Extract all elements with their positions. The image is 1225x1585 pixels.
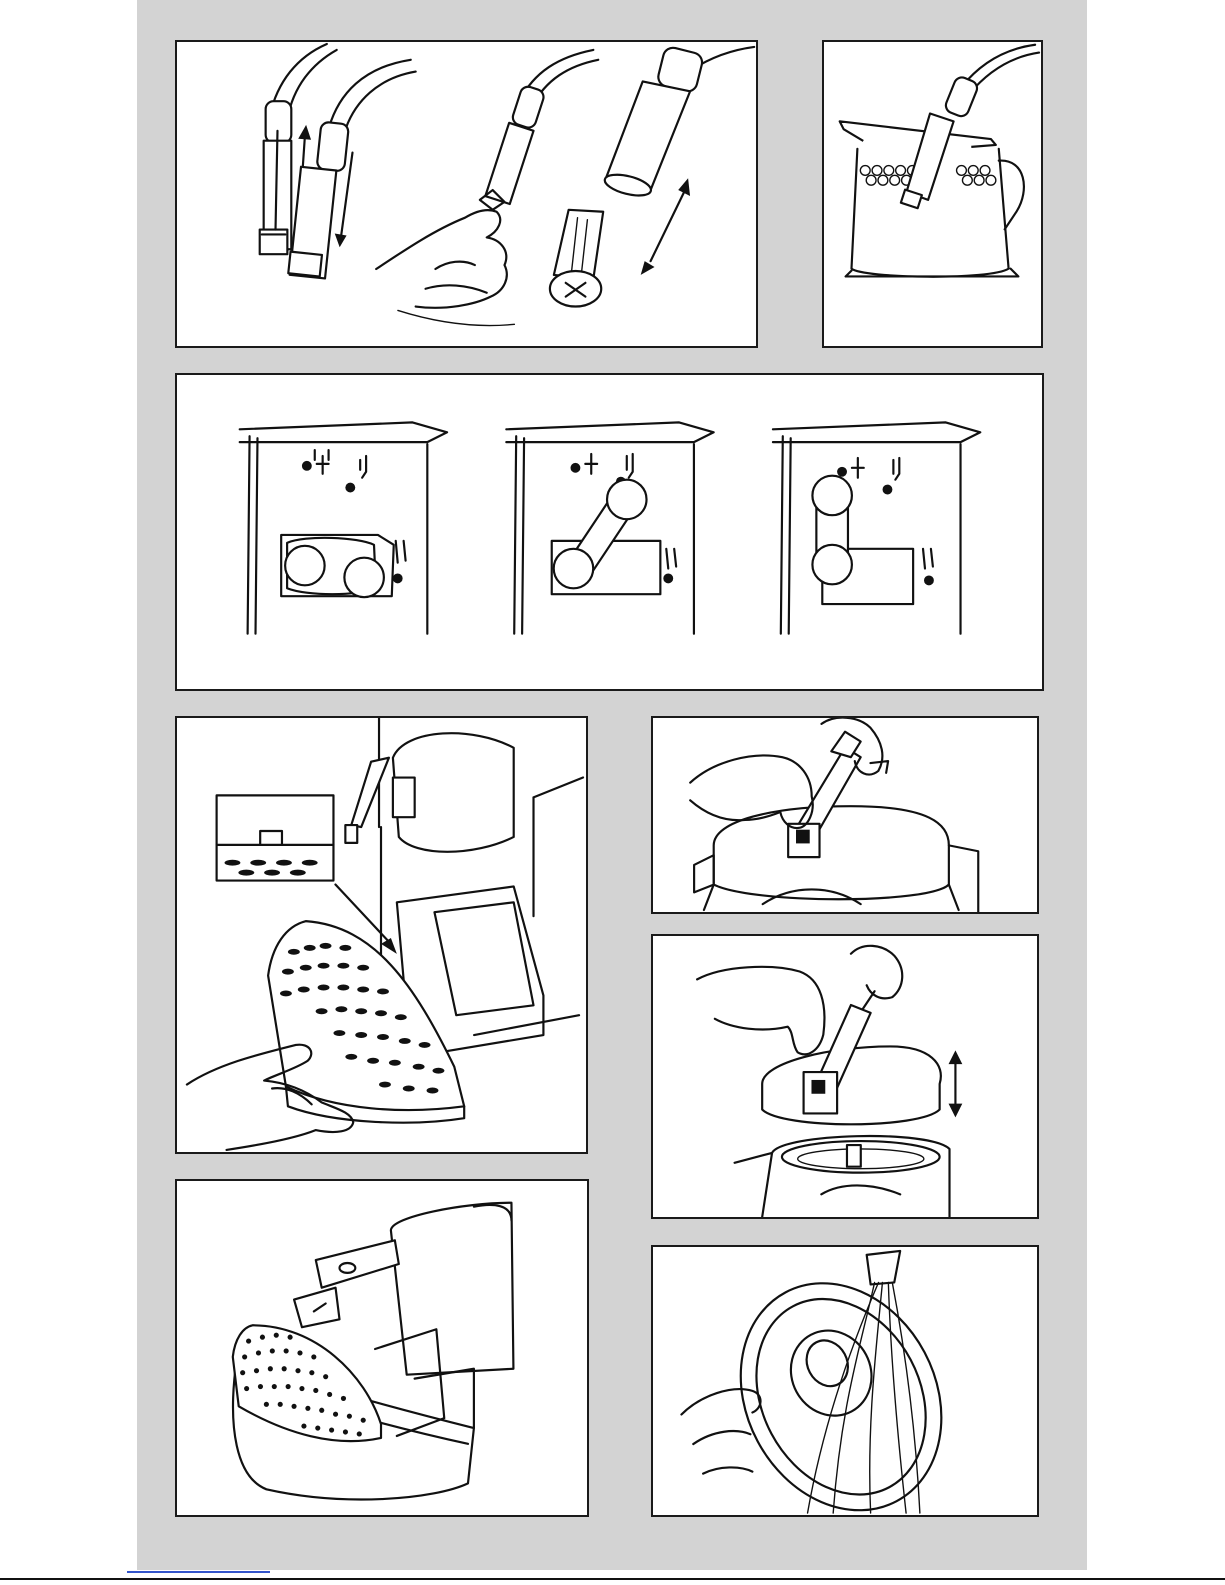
filter-holder-up-down-figure [651,934,1039,1219]
footer-link-underline[interactable] [127,1571,270,1573]
lever-position-3 [773,422,980,633]
filter-holder-lift-figure [651,716,1039,914]
rinsing-under-tap-figure [651,1245,1039,1517]
lever-positions-figure [175,373,1044,691]
nozzle-in-milk-jug-figure [822,40,1043,348]
page-bottom-rule [0,1578,1225,1580]
lever-position-1 [240,422,447,633]
lever-position-2 [506,422,713,633]
drip-tray-assembly-figure [175,1179,589,1517]
drip-tray-removal-figure [175,716,588,1154]
steam-nozzle-disassembly-figure [175,40,758,348]
